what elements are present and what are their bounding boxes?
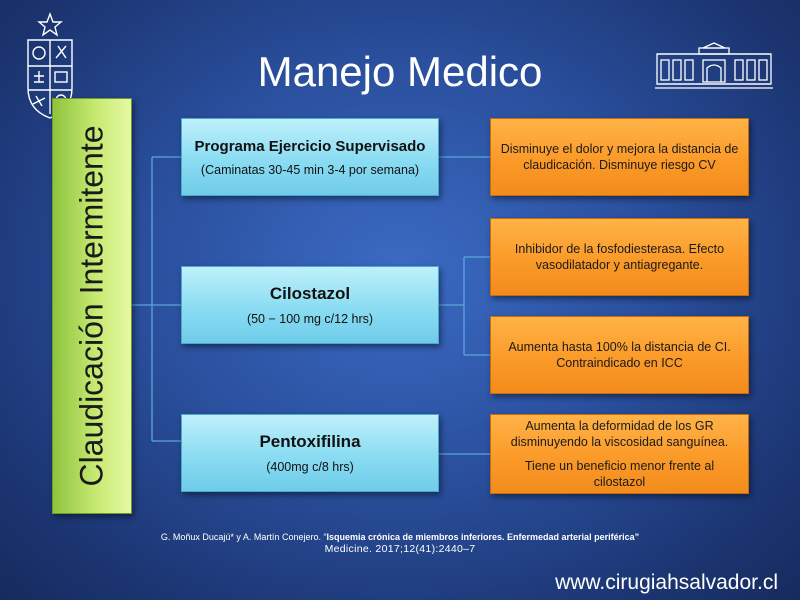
- category-box: Claudicación Intermitente: [52, 98, 132, 514]
- effect-box-pentoxifilina: Aumenta la deformidad de los GR disminuy…: [490, 414, 749, 494]
- citation-authors: G. Moñux Ducajú* y A. Martín Conejero. “: [160, 532, 327, 542]
- effect-text: Inhibidor de la fosfodiesterasa. Efecto …: [514, 242, 725, 272]
- treatment-box-cilostazol: Cilostazol (50 − 100 mg c/12 hrs): [181, 266, 439, 344]
- treatment-name: Programa Ejercicio Supervisado: [194, 137, 426, 155]
- citation: G. Moñux Ducajú* y A. Martín Conejero. “…: [0, 532, 800, 543]
- university-seal-icon: [27, 12, 73, 119]
- treatment-name: Cilostazol: [269, 284, 351, 303]
- effect-text: Aumenta la deformidad de los GR disminuy…: [510, 419, 729, 449]
- citation-article: Isquemia crónica de miembros inferiores.…: [326, 532, 640, 542]
- effect-text: Aumenta hasta 100% la distancia de CI. C…: [508, 340, 731, 370]
- page-title: Manejo Medico: [257, 48, 543, 95]
- treatment-dose: (Caminatas 30-45 min 3-4 por semana): [200, 162, 420, 177]
- category-label: Claudicación Intermitente: [73, 125, 110, 487]
- effect-box-exercise: Disminuye el dolor y mejora la distancia…: [490, 118, 749, 196]
- effect-box-cilostazol-mechanism: Inhibidor de la fosfodiesterasa. Efecto …: [490, 218, 749, 296]
- website-url: www.cirugiahsalvador.cl: [555, 571, 778, 594]
- treatment-box-pentoxifilina: Pentoxifilina (400mg c/8 hrs): [181, 414, 439, 492]
- effect-text: Tiene un beneficio menor frente al cilos…: [524, 459, 715, 489]
- treatment-box-exercise: Programa Ejercicio Supervisado (Caminata…: [181, 118, 439, 196]
- effect-box-cilostazol-benefit: Aumenta hasta 100% la distancia de CI. C…: [490, 316, 749, 394]
- treatment-dose: (400mg c/8 hrs): [266, 460, 354, 474]
- treatment-name: Pentoxifilina: [259, 432, 361, 451]
- effect-text: Disminuye el dolor y mejora la distancia…: [500, 142, 739, 172]
- citation-journal: Medicine. 2017;12(41):2440–7: [324, 543, 476, 555]
- treatment-dose: (50 − 100 mg c/12 hrs): [246, 312, 374, 326]
- building-facade-icon: [655, 42, 773, 89]
